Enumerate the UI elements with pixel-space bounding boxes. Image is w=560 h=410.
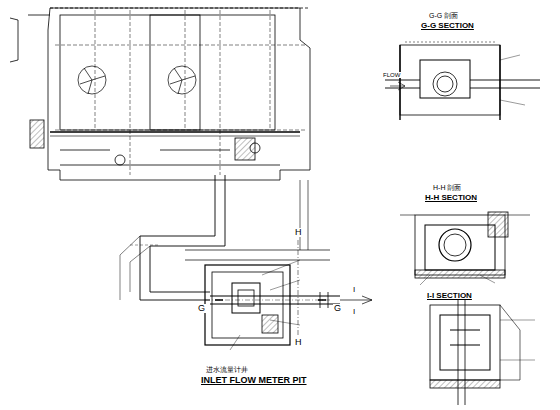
section-title: G-G SECTION bbox=[420, 22, 475, 30]
section-title: INLET FLOW METER PIT bbox=[200, 376, 308, 385]
drawing-label: H bbox=[294, 338, 303, 347]
drawing-label: G-G 剖面 bbox=[428, 12, 459, 19]
drawing-label: G bbox=[197, 304, 206, 313]
section-title: H-H SECTION bbox=[424, 194, 478, 202]
drawing-label: H-H 剖面 bbox=[432, 184, 462, 191]
drawing-label: FLOW bbox=[382, 72, 401, 78]
drawing-label: I bbox=[352, 286, 356, 294]
drawing-label: 进水流量计井 bbox=[205, 366, 249, 373]
drawing-label: G bbox=[333, 304, 342, 313]
drawing-label: I bbox=[352, 308, 356, 316]
section-title: I-I SECTION bbox=[426, 292, 473, 300]
drawing-label: H bbox=[294, 228, 303, 237]
